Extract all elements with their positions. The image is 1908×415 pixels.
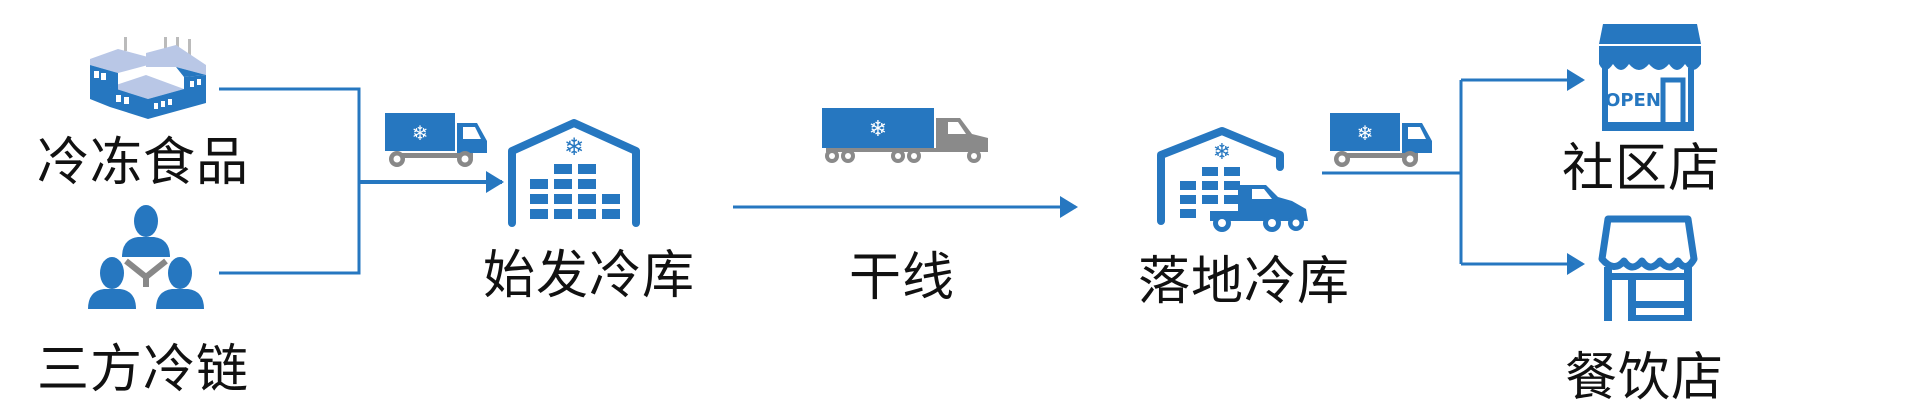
refrigerated-truck-icon: ❄: [385, 113, 487, 167]
svg-text:❄: ❄: [564, 133, 584, 161]
factory-icon: [90, 37, 206, 119]
svg-text:❄: ❄: [1357, 121, 1374, 145]
distribution-lines: [1322, 80, 1463, 264]
restaurant-store-icon: [1598, 215, 1698, 321]
origin-warehouse-label: 始发冷库: [483, 246, 696, 306]
open-store-icon: OPEN: [1599, 24, 1701, 131]
svg-text:❄: ❄: [412, 121, 429, 145]
open-sign: OPEN: [1605, 90, 1661, 111]
restaurant-store-label: 餐饮店: [1565, 348, 1725, 408]
svg-text:❄: ❄: [1213, 140, 1231, 165]
people-network-icon: [88, 205, 204, 309]
svg-text:❄: ❄: [869, 117, 887, 142]
trunk-line-label: 干线: [849, 248, 956, 308]
community-store-label: 社区店: [1562, 139, 1722, 199]
cold-warehouse-truck-icon: ❄: [1157, 127, 1308, 232]
source-label-frozen-food: 冷冻食品: [37, 133, 250, 193]
source-label-3pl-cold-chain: 三方冷链: [37, 340, 250, 400]
destination-warehouse-label: 落地冷库: [1138, 252, 1351, 312]
semi-truck-icon: ❄: [822, 108, 988, 163]
delivery-truck-icon: ❄: [1330, 113, 1432, 167]
cold-warehouse-icon: ❄: [508, 119, 640, 227]
